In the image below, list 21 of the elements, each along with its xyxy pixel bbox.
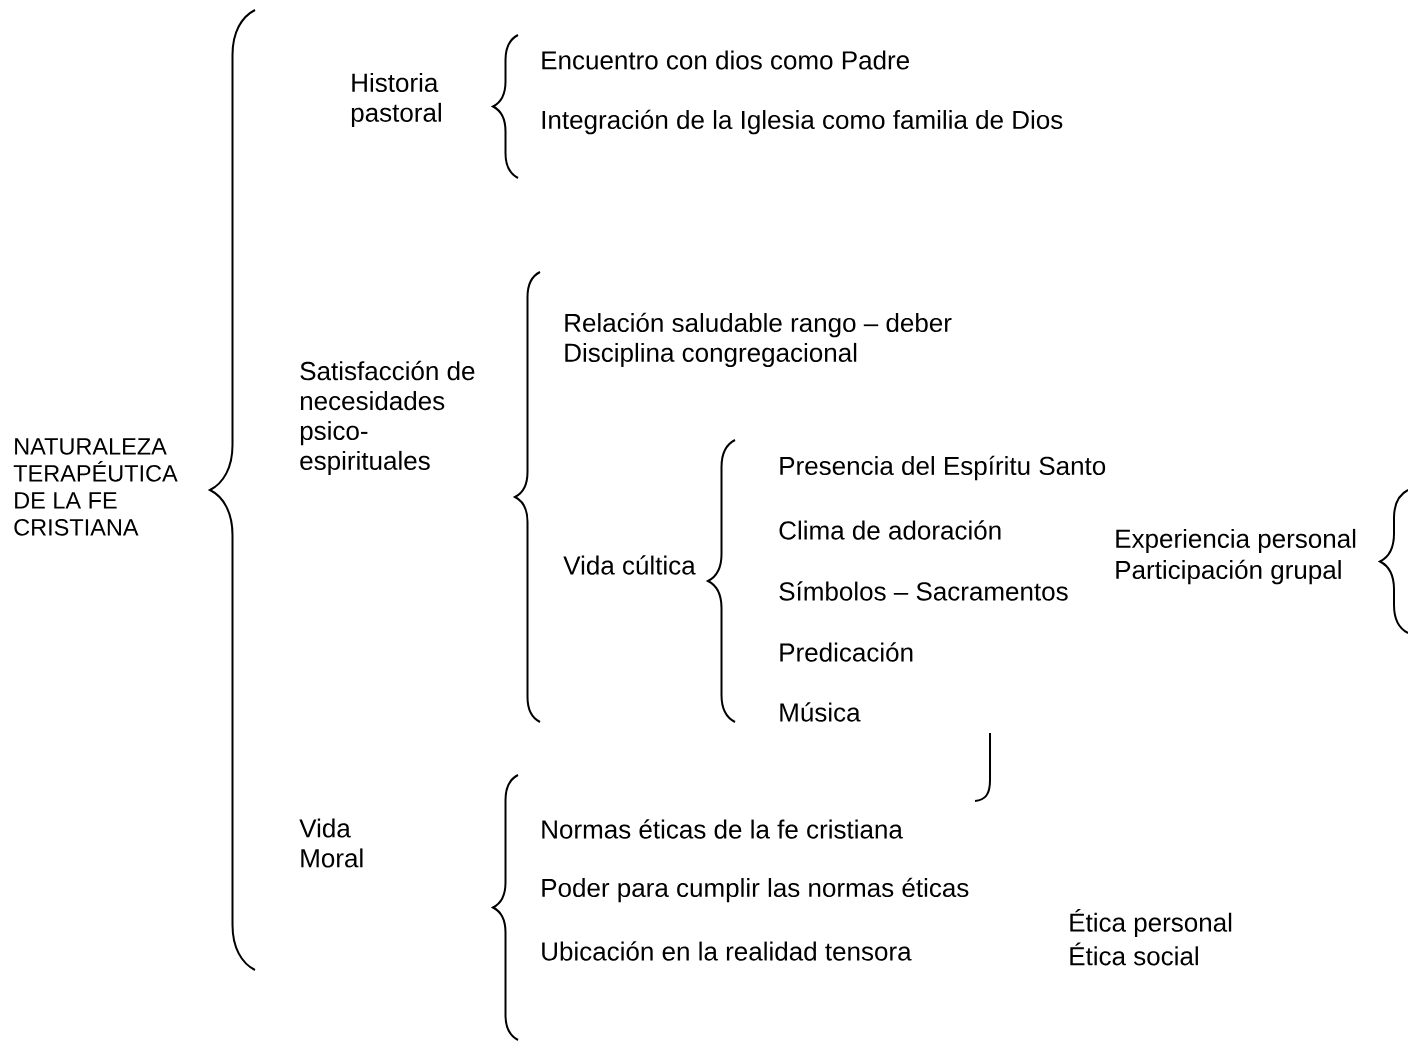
list-item: Encuentro con dios como Padre	[542, 50, 909, 70]
heading-text: Satisfacción de necesidades psico-espirituales	[300, 360, 475, 476]
list-item: Clima de adoración	[779, 520, 1001, 540]
title-text: NATURALEZA TERAPÉUTICA DE LA FE CRISTIANA	[13, 438, 178, 536]
heading-text: Vida cúltica	[563, 555, 696, 575]
list-item: Integración de la Iglesia como familia de Dios	[542, 109, 1063, 135]
list-item: Símbolos – Sacramentos	[779, 581, 1068, 601]
list-item: Disciplina congregacional	[565, 342, 857, 368]
list-item: Ubicación en la realidad tensora	[542, 941, 912, 961]
list-item: Experiencia personal	[1116, 528, 1356, 554]
list-item: Participación grupal	[1116, 559, 1341, 585]
list-item: Ética social	[1070, 942, 1198, 966]
heading-text: Vida Moral	[299, 818, 363, 868]
list-item: Presencia del Espíritu Santo	[780, 455, 1106, 481]
heading-text: Historia pastoral	[351, 72, 441, 128]
list-item: Ética personal	[1070, 909, 1232, 937]
list-item: Predicación	[780, 642, 913, 662]
list-item: Música	[780, 702, 861, 722]
list-item: Poder para cumplir las normas éticas	[542, 877, 969, 903]
list-item: Normas éticas de la fe cristiana	[542, 819, 903, 839]
list-item: Relación saludable rango – deber	[565, 312, 952, 338]
